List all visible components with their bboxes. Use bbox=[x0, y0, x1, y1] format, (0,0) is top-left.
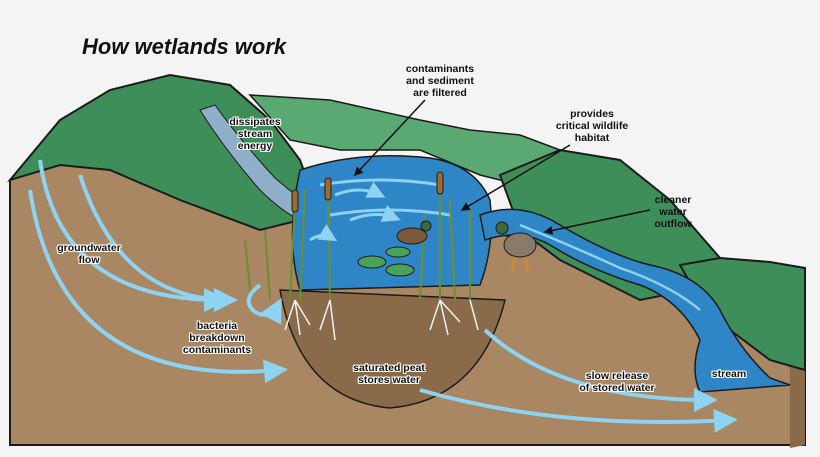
slow-release-arrows bbox=[419, 328, 738, 433]
pond-flow-arrows bbox=[309, 181, 401, 242]
label-cleaner-outflow: cleaner water outflow bbox=[654, 194, 692, 230]
label-bacteria: bacteria breakdown contaminants bbox=[182, 320, 252, 356]
label-saturated-peat: saturated peat stores water bbox=[353, 362, 425, 386]
bacteria-swirl-arrow bbox=[246, 283, 282, 325]
duck-on-bank bbox=[495, 221, 537, 273]
outflow-sheen bbox=[519, 223, 701, 311]
cattail-heads bbox=[291, 171, 444, 213]
roots bbox=[284, 299, 479, 341]
left-hill bbox=[7, 73, 322, 232]
outflow-stream bbox=[479, 208, 791, 393]
lily-pad bbox=[385, 263, 415, 277]
label-stream: stream bbox=[711, 368, 747, 380]
reeds bbox=[244, 180, 471, 301]
label-slow-release: slow release of stored water bbox=[579, 370, 655, 394]
callout-pointers bbox=[353, 99, 651, 235]
pond-surface-sheen bbox=[319, 178, 441, 187]
lily-pad bbox=[357, 255, 387, 269]
label-wildlife-habitat: provides critical wildlife habitat bbox=[555, 108, 629, 144]
label-groundwater-flow: groundwater flow bbox=[57, 242, 121, 266]
label-dissipates-energy: dissipates stream energy bbox=[229, 116, 281, 152]
duck-in-pond bbox=[396, 220, 432, 245]
lily-pad bbox=[385, 246, 411, 258]
page-title: How wetlands work bbox=[82, 34, 287, 59]
groundwater-arrows bbox=[28, 159, 288, 384]
label-contaminants-filtered: contaminants and sediment are filtered bbox=[405, 63, 475, 99]
peat-bowl bbox=[279, 289, 506, 409]
